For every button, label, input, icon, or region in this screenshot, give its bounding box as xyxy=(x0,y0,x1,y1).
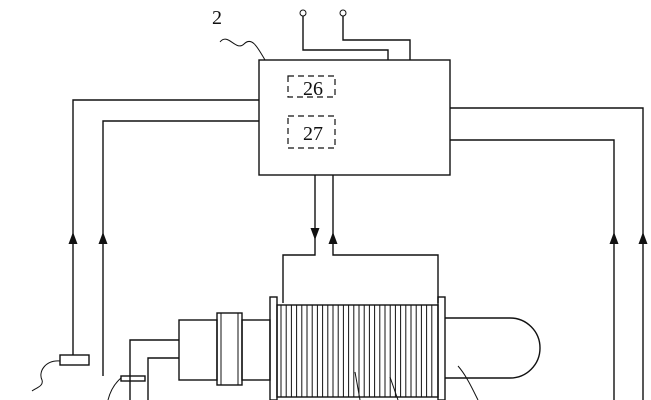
down-arrow-icon xyxy=(310,228,320,240)
inlet-pipe-inner xyxy=(147,357,179,400)
feed-line-up xyxy=(332,175,439,303)
left-sensor xyxy=(59,354,90,366)
up-arrow-icon xyxy=(609,232,619,244)
label-module-26: 26 xyxy=(303,78,323,100)
left-shaft xyxy=(178,319,218,381)
up-arrow-icon xyxy=(68,232,78,244)
probe-lead xyxy=(107,377,122,400)
up-arrow-icon xyxy=(638,232,648,244)
up-arrow-icon xyxy=(98,232,108,244)
terminal-left xyxy=(299,9,307,17)
terminal-right xyxy=(339,9,347,17)
right-flange xyxy=(437,296,446,400)
inlet-probe xyxy=(120,375,146,382)
leader-coil-3 xyxy=(457,365,479,400)
leader-coil-1 xyxy=(354,371,361,400)
right-signal-line-inner xyxy=(450,139,615,400)
up-arrow-icon xyxy=(328,232,338,244)
coil-neck xyxy=(241,319,271,381)
label-module-27: 27 xyxy=(303,123,323,145)
control-box xyxy=(258,59,451,176)
right-cap xyxy=(445,317,541,379)
coil-windings xyxy=(280,305,433,397)
left-signal-line-outer xyxy=(72,99,259,355)
leader-coil-2 xyxy=(389,376,399,400)
leader-unit xyxy=(219,38,266,61)
label-unit: 2 xyxy=(212,7,222,29)
module-27-box xyxy=(287,115,336,149)
coil-body xyxy=(276,304,439,398)
module-26-box xyxy=(287,75,336,98)
right-signal-line-outer xyxy=(450,107,644,400)
terminal-wire-left xyxy=(302,16,389,60)
inlet-pipe xyxy=(129,339,179,400)
feed-line-down xyxy=(282,175,316,303)
terminal-wire-right xyxy=(342,16,411,60)
left-flange xyxy=(269,296,278,400)
left-signal-line-inner xyxy=(102,120,259,376)
sensor-lead xyxy=(31,360,61,392)
